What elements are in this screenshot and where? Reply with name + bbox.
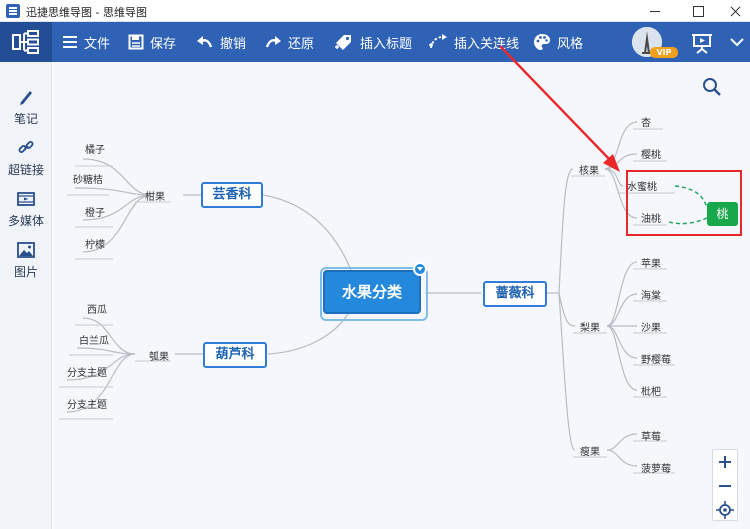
leaf-topic[interactable]: 橙子 (85, 208, 105, 219)
chevron-down-icon (730, 38, 744, 47)
more-menu-button[interactable] (726, 26, 748, 58)
app-logo-icon (6, 4, 20, 18)
sidebar-item-multimedia[interactable]: 多媒体 (0, 190, 52, 229)
plus-icon (719, 456, 731, 468)
undo-button[interactable]: 撤销 (196, 22, 246, 62)
root-topic[interactable]: 水果分类 (320, 267, 428, 321)
leaf-topic[interactable]: 水蜜桃 (627, 182, 657, 193)
file-menu-button[interactable]: 文件 (62, 22, 110, 62)
sidebar-image-label: 图片 (13, 265, 38, 279)
leaf-topic[interactable]: 橘子 (85, 145, 105, 156)
leaf-topic[interactable]: 苹果 (641, 259, 661, 270)
style-button[interactable]: 风格 (533, 22, 583, 62)
redo-button[interactable]: 还原 (264, 22, 314, 62)
sidebar-item-hyperlink[interactable]: 超链接 (0, 139, 52, 178)
undo-icon (197, 36, 213, 48)
redo-icon (265, 36, 281, 48)
group-drupe[interactable]: 核果 (579, 166, 599, 177)
film-icon (17, 192, 35, 206)
save-icon (128, 34, 144, 50)
mindmap-canvas[interactable]: 水果分类 芸香科 葫芦科 蔷薇科 柑果 橘子 砂糖桔 橙子 柠檬 瓠果 西瓜 白… (53, 62, 750, 529)
presentation-button[interactable] (686, 26, 718, 58)
leaf-topic[interactable]: 油桃 (641, 214, 661, 225)
highlight-box (626, 170, 742, 236)
crosshair-icon (716, 501, 734, 519)
leaf-topic[interactable]: 菠萝莓 (641, 464, 671, 475)
undo-label: 撤销 (220, 36, 247, 52)
minus-icon (719, 485, 731, 487)
insert-tag-label: 插入标题 (360, 36, 413, 52)
link-icon (18, 141, 34, 153)
collapse-toggle-icon[interactable] (413, 262, 427, 276)
leaf-topic[interactable]: 草莓 (641, 432, 661, 443)
window-title: 迅捷思维导图 - 思维导图 (26, 6, 147, 19)
mindmap-logo-icon[interactable] (0, 22, 52, 62)
zoom-controls (712, 449, 738, 521)
sidebar-item-image[interactable]: 图片 (0, 241, 52, 280)
presentation-icon (692, 34, 712, 54)
zoom-out-button[interactable] (713, 474, 737, 498)
insert-relation-label: 插入关连线 (454, 36, 520, 52)
locate-center-button[interactable] (713, 498, 737, 522)
leaf-topic[interactable]: 海棠 (641, 291, 661, 302)
minimize-button[interactable] (636, 0, 674, 22)
palette-icon (534, 34, 550, 50)
menu-icon (63, 36, 77, 48)
floating-topic[interactable]: 桃 (707, 202, 738, 226)
save-button[interactable]: 保存 (128, 22, 176, 62)
relation-line-icon (429, 34, 447, 49)
group-gourd[interactable]: 瓠果 (149, 352, 169, 363)
save-label: 保存 (150, 36, 177, 52)
close-button[interactable] (716, 0, 750, 22)
sidebar-hyperlink-label: 超链接 (7, 163, 44, 177)
insert-relation-button[interactable]: 插入关连线 (428, 22, 519, 62)
zoom-in-button[interactable] (713, 450, 737, 474)
leaf-topic[interactable]: 柠檬 (85, 240, 105, 251)
branch-rutaceae[interactable]: 芸香科 (201, 182, 263, 208)
maximize-button[interactable] (679, 0, 717, 22)
leaf-topic[interactable]: 沙果 (641, 323, 661, 334)
style-label: 风格 (557, 36, 584, 52)
branch-rosaceae[interactable]: 蔷薇科 (483, 281, 547, 307)
group-achene[interactable]: 瘦果 (580, 447, 600, 458)
left-sidebar: 笔记 超链接 多媒体 图片 (0, 62, 52, 529)
branch-cucurbitaceae[interactable]: 葫芦科 (203, 342, 267, 368)
image-icon (17, 242, 35, 258)
redo-label: 还原 (288, 36, 315, 52)
leaf-topic[interactable]: 分支主题 (67, 400, 107, 411)
search-icon[interactable] (701, 76, 723, 98)
group-pome[interactable]: 梨果 (580, 323, 600, 334)
sidebar-multimedia-label: 多媒体 (7, 214, 44, 228)
tag-icon (335, 35, 351, 50)
insert-tag-button[interactable]: 插入标题 (334, 22, 412, 62)
pencil-icon (20, 91, 32, 105)
connector-lines (59, 121, 708, 474)
leaf-topic[interactable]: 枇杷 (641, 387, 661, 398)
title-bar: 迅捷思维导图 - 思维导图 (0, 0, 750, 22)
toolbar: 文件 保存 撤销 还原 插入标题 插入关连线 风格 VIP (0, 22, 750, 62)
leaf-topic[interactable]: 分支主题 (67, 368, 107, 379)
sidebar-note-label: 笔记 (13, 112, 38, 126)
vip-badge: VIP (650, 47, 678, 58)
file-label: 文件 (84, 36, 111, 52)
leaf-topic[interactable]: 西瓜 (87, 305, 107, 316)
leaf-topic[interactable]: 野樱莓 (641, 355, 671, 366)
sidebar-item-note[interactable]: 笔记 (0, 88, 52, 127)
leaf-topic[interactable]: 樱桃 (641, 150, 661, 161)
leaf-topic[interactable]: 杏 (641, 118, 651, 129)
leaf-topic[interactable]: 白兰瓜 (79, 336, 109, 347)
leaf-topic[interactable]: 砂糖桔 (73, 175, 103, 186)
group-citrus[interactable]: 柑果 (145, 192, 165, 203)
